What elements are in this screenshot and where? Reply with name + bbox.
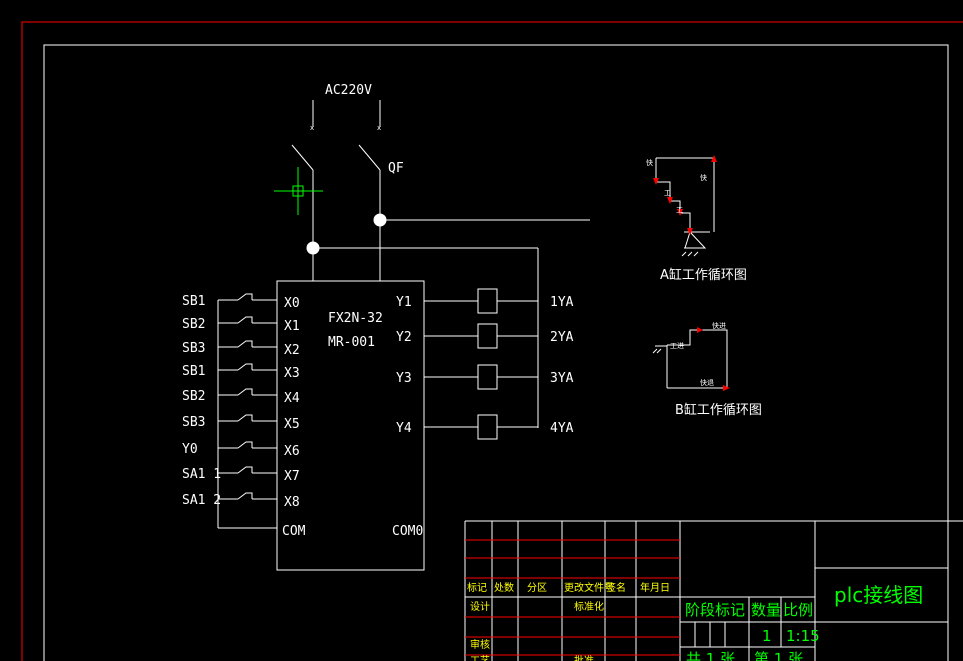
input-terminal-label: X1 (284, 319, 300, 334)
inner-border (43, 44, 949, 661)
output-load-label: 2YA (550, 330, 574, 345)
svg-text:快: 快 (700, 173, 707, 182)
svg-text:x: x (377, 124, 381, 132)
tb-standardization: 标准化 (574, 600, 604, 613)
outer-border (21, 21, 963, 661)
tb-header-cell: 处数 (494, 581, 514, 594)
input-device-label: SB2 (182, 317, 205, 332)
input-terminal-label: X8 (284, 495, 300, 510)
tb-header-cell: 标记 (467, 582, 487, 594)
tb-quantity: 数量 (751, 601, 781, 619)
tb-quantity-value: 1 (762, 627, 772, 645)
tb-total-sheets: 共 1 张 (686, 650, 735, 661)
input-row: SB2 X4 (182, 388, 300, 406)
svg-text:工: 工 (676, 206, 683, 214)
plc-model-line1: FX2N-32 (328, 311, 383, 326)
svg-text:x: x (310, 124, 314, 132)
b-label-fast-return: 快退 (700, 378, 714, 387)
plc-model-line2: MR-001 (328, 335, 375, 350)
input-row: SA1 1 X7 (182, 466, 300, 484)
input-device-label: SB3 (182, 415, 205, 430)
input-terminal-label: X0 (284, 296, 300, 311)
tb-header-cell: 签名 (606, 581, 626, 594)
output-load-label: 3YA (550, 371, 574, 386)
input-row: SA1 2 X8 (182, 492, 300, 510)
b-label-work: 工进 (670, 342, 684, 350)
title-block-header-row: 标记处数 分区 更改文件号签名 年月日 (467, 581, 670, 594)
tb-approve: 批准 (574, 654, 594, 661)
svg-text:快: 快 (646, 158, 653, 167)
input-row: Y0 X6 (182, 441, 300, 459)
input-terminal-label: X7 (284, 469, 300, 484)
tb-sheet-no: 第 1 张 (754, 650, 803, 661)
drawing-title: plc接线图 (834, 583, 923, 607)
plc-input-common: COM (282, 524, 306, 539)
output-load-label: 1YA (550, 295, 574, 310)
b-label-fast-advance: 快进 (712, 321, 726, 330)
plc-output-common: COM0 (392, 524, 423, 539)
a-cycle-caption: A缸工作循环图 (660, 267, 747, 283)
tb-scale-value: 1:15 (786, 627, 820, 645)
input-terminal-label: X2 (284, 343, 300, 358)
plc-outputs: Y1 1YA Y2 2YA Y3 3YA Y4 4YA (396, 288, 574, 440)
input-device-label: SB1 (182, 364, 205, 379)
input-terminal-label: X3 (284, 366, 300, 381)
tb-header-cell: 更改文件号 (564, 581, 614, 594)
solenoid-coil (477, 414, 498, 440)
b-cylinder-cycle-diagram: 工进 快进 快退 B缸工作循环图 (652, 321, 762, 418)
plc-unit: FX2N-32 MR-001 COM COM0 (276, 280, 425, 571)
tb-scale: 比例 (783, 601, 813, 619)
input-row: SB2 X1 (182, 316, 300, 334)
tb-process: 工艺 (470, 655, 490, 661)
output-row: Y4 4YA (396, 414, 574, 440)
input-device-label: SA1 2 (182, 493, 221, 508)
supply-label: AC220V (325, 83, 372, 98)
plc-box (276, 280, 425, 571)
tb-header-cell: 分区 (527, 582, 547, 594)
tb-stage-mark: 阶段标记 (685, 601, 745, 619)
tb-design: 设计 (470, 600, 490, 613)
crosshair-cursor (274, 167, 323, 215)
a-cylinder-cycle-diagram: 快 快 工 工 A缸工作循环图 (646, 155, 747, 283)
input-row: SB1 X3 (182, 363, 300, 381)
output-row: Y1 1YA (396, 288, 574, 314)
input-terminal-label: X6 (284, 444, 300, 459)
output-terminal-label: Y4 (396, 421, 412, 436)
input-row: SB1 X0 (182, 293, 300, 311)
output-terminal-label: Y2 (396, 330, 412, 345)
output-row: Y2 2YA (396, 323, 574, 349)
input-device-label: Y0 (182, 442, 198, 457)
drawing-frame (21, 21, 963, 661)
b-cycle-caption: B缸工作循环图 (675, 402, 762, 418)
input-device-label: SB1 (182, 294, 205, 309)
input-terminal-label: X5 (284, 417, 300, 432)
power-supply: AC220V x x QF (274, 83, 590, 428)
tb-audit: 审核 (470, 638, 490, 651)
input-row: SB3 X2 (182, 340, 300, 358)
input-terminal-label: X4 (284, 391, 300, 406)
output-row: Y3 3YA (396, 364, 574, 390)
tb-header-cell: 年月日 (640, 581, 670, 594)
output-terminal-label: Y3 (396, 371, 412, 386)
solenoid-coil (477, 323, 498, 349)
input-device-label: SB2 (182, 389, 205, 404)
svg-text:工: 工 (664, 189, 671, 197)
breaker-label: QF (388, 161, 404, 176)
solenoid-coil (477, 364, 498, 390)
input-device-label: SB3 (182, 341, 205, 356)
input-row: SB3 X5 (182, 414, 300, 432)
output-load-label: 4YA (550, 421, 574, 436)
input-device-label: SA1 1 (182, 467, 221, 482)
solenoid-coil (477, 288, 498, 314)
output-terminal-label: Y1 (396, 295, 412, 310)
